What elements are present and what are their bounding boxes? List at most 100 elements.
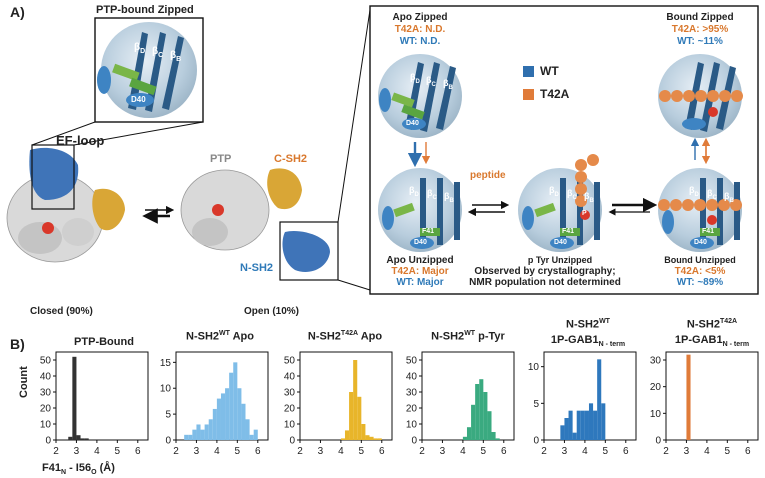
chart-6-ytick-label: 20 <box>650 382 662 393</box>
c-sh2-label: C-SH2 <box>274 153 308 165</box>
apo-unzipped-d40: D40 <box>414 239 427 246</box>
chart-4-bar <box>479 379 484 440</box>
chart-2-bar <box>188 434 193 440</box>
chart-2-bar <box>249 434 254 440</box>
chart-1-xtick-label: 3 <box>74 446 80 457</box>
chart-5-bar <box>597 359 602 440</box>
chart-4-ytick-label: 50 <box>406 356 418 367</box>
chart-2-title: N-SH2WT Apo <box>186 330 254 343</box>
legend-t42a-label: T42A <box>540 87 570 101</box>
chart-5-bar <box>601 403 606 440</box>
chart-3-ytick-label: 20 <box>284 404 296 415</box>
apo-zipped-beta-b: βB <box>443 78 453 91</box>
open-protein <box>180 168 330 272</box>
ptyr-unzipped-title: p Tyr Unzipped <box>527 255 593 265</box>
chart-1-ytick-label: 30 <box>40 388 52 399</box>
ptyr-beta-b: βB <box>584 191 594 204</box>
apo-zipped-beta-c: βC <box>426 75 436 88</box>
n-sh2-label: N-SH2 <box>240 262 274 274</box>
chart-1-ytick-label: 50 <box>40 356 52 367</box>
chart-2-bar <box>233 362 238 440</box>
chart-5-title-2: 1P-GAB1N - term <box>550 334 626 349</box>
closed-label: Closed (90%) <box>30 306 93 317</box>
chart-6-ytick-label: 30 <box>650 356 662 367</box>
apo-unzipped-t42a: T42A: Major <box>391 266 449 277</box>
inset-d40-label: D40 <box>131 95 146 104</box>
ptyr-beta-d: βD <box>549 185 559 198</box>
panel-b-label: B) <box>10 336 25 352</box>
chart-4-bar <box>487 411 492 440</box>
open-zoom-line-top <box>337 9 371 223</box>
chart-2-bar <box>229 372 234 440</box>
chart-1-bar <box>76 435 81 440</box>
chart-2-ytick-label: 5 <box>165 410 171 421</box>
chart-3-xtick-label: 2 <box>297 446 303 457</box>
chart-2-bar <box>237 388 242 440</box>
chart-2-xtick-label: 2 <box>173 446 179 457</box>
chart-2-xtick-label: 3 <box>194 446 200 457</box>
chart-4-bar <box>495 438 500 440</box>
chart-3-ytick-label: 10 <box>284 420 296 431</box>
chart-4-xtick-label: 4 <box>460 446 466 457</box>
chart-4-bar <box>475 384 480 440</box>
bound-unzipped-sphere <box>658 168 742 252</box>
chart-4-xtick-label: 2 <box>419 446 425 457</box>
panel-a-label: A) <box>10 4 25 20</box>
chart-2-bar <box>253 429 258 440</box>
chart-2-bar <box>192 429 197 440</box>
ef-loop-label: EF-loop <box>56 133 105 148</box>
chart-2-bar <box>200 429 205 440</box>
zoom-line-right <box>73 121 204 146</box>
chart-3-bar <box>357 396 362 440</box>
apo-unzipped-title: Apo Unzipped <box>386 255 454 266</box>
apo-zipped-d40: D40 <box>406 120 419 127</box>
ptyr-beta-c: βC <box>567 188 577 201</box>
chart-5-xtick-label: 3 <box>562 446 568 457</box>
chart-3-xtick-label: 5 <box>359 446 365 457</box>
chart-4-ytick-label: 20 <box>406 404 418 415</box>
ptyr-f41: F41 <box>562 228 575 235</box>
apo-unzipped-beta-b: βB <box>444 191 454 204</box>
chart-1-xtick-label: 6 <box>135 446 141 457</box>
chart-2-bar <box>184 434 189 440</box>
chart-2-bar <box>225 388 230 440</box>
inset-f41 <box>129 77 157 96</box>
chart-2-bar <box>216 398 221 440</box>
bound-unzipped-beta-d: βD <box>689 185 699 198</box>
apo-unzipped-beta-d: βD <box>409 185 419 198</box>
chart-1-bar <box>68 436 73 440</box>
legend-wt-swatch <box>523 66 534 77</box>
chart-3-ytick-label: 50 <box>284 356 296 367</box>
inset-beta-c: βC <box>152 46 164 59</box>
chart-3-xtick-label: 4 <box>338 446 344 457</box>
chart-4-bar <box>471 404 476 440</box>
chart-2-ytick-label: 0 <box>165 436 171 447</box>
chart-5-bar <box>580 410 585 440</box>
chart-4-ytick-label: 0 <box>411 436 417 447</box>
zoom-line-left <box>31 121 96 146</box>
chart-5-bar <box>584 410 589 440</box>
chart-5-xtick-label: 2 <box>541 446 547 457</box>
chart-5-bar <box>564 418 569 440</box>
chart-1-ytick-label: 0 <box>45 436 51 447</box>
chart-1-frame <box>55 351 149 441</box>
chart-4-ytick-label: 10 <box>406 420 418 431</box>
apo-zipped-wt: WT: N.D. <box>399 36 441 47</box>
bound-zipped-t42a: T42A: >95% <box>671 24 729 35</box>
bound-unzipped-t42a: T42A: <5% <box>674 266 726 277</box>
chart-3-bar <box>361 424 366 440</box>
ptyr-unzipped-sphere <box>518 154 602 252</box>
chart-1-bar <box>72 356 77 440</box>
chart-3-ytick-label: 30 <box>284 388 296 399</box>
closed-box <box>31 144 75 210</box>
bound-zipped-wt: WT: ~11% <box>677 36 723 47</box>
inset-d40 <box>126 93 154 107</box>
chart-4-xtick-label: 3 <box>440 446 446 457</box>
chart-3-bar <box>340 438 345 440</box>
chart-4-title: N-SH2WT p-Tyr <box>431 330 505 343</box>
legend-wt-label: WT <box>540 64 559 78</box>
chart-5-bar <box>572 432 577 440</box>
bound-zipped-title: Bound Zipped <box>666 12 734 23</box>
